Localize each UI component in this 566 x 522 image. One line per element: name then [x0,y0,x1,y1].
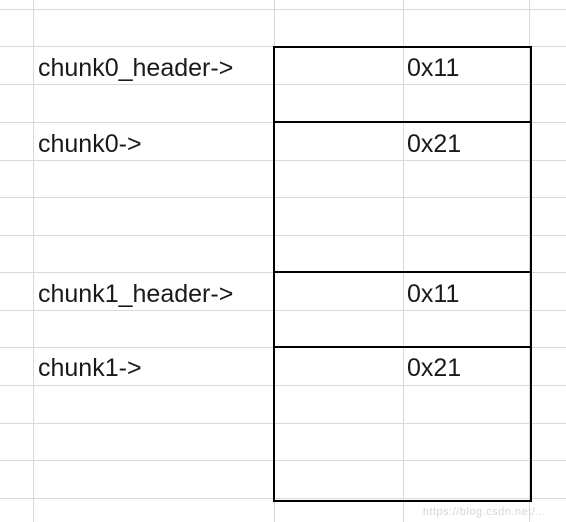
chunk1-size: 0x21 [407,354,462,382]
chunk0-label: chunk0-> [38,130,142,158]
grid-row-line [0,9,566,10]
grid-row-line [0,197,566,198]
watermark: https://blog.csdn.net/... [422,506,546,518]
memory-chunk-box [273,46,532,502]
grid-row-line [0,498,566,499]
grid-row-line [0,460,566,461]
chunk1-header-divider [273,346,530,348]
chunk0-header-label: chunk0_header-> [38,54,234,82]
chunk0-header-size: 0x11 [407,54,460,82]
chunk1-header-top-divider [273,271,530,273]
grid-row-line [0,310,566,311]
chunk0-header-divider [273,121,530,123]
grid-row-line [0,160,566,161]
grid-column-line [403,0,404,522]
grid-row-line [0,423,566,424]
grid-row-line [0,84,566,85]
chunk1-header-size: 0x11 [407,280,460,308]
grid-column-line [529,0,530,522]
grid-row-line [0,385,566,386]
grid-column-line [33,0,34,522]
grid-row-line [0,235,566,236]
chunk1-label: chunk1-> [38,354,142,382]
chunk0-size: 0x21 [407,130,462,158]
chunk1-header-label: chunk1_header-> [38,280,234,308]
